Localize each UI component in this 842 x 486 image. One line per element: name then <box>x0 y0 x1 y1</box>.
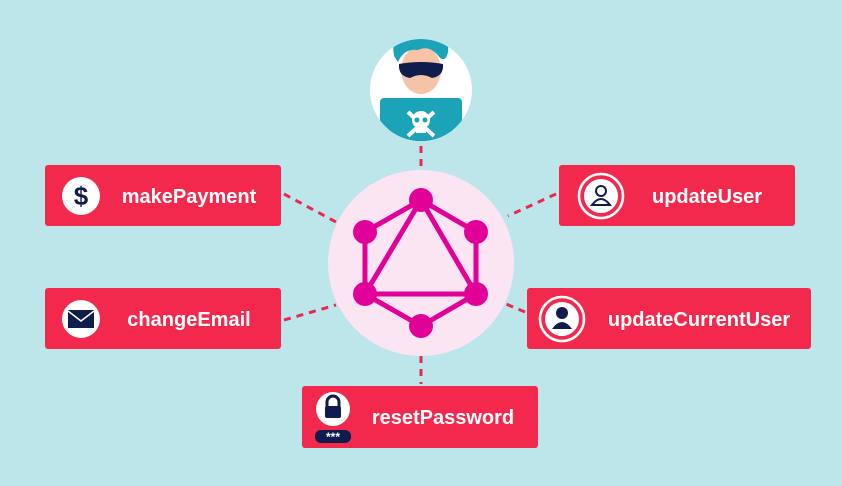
connector-updatecurrentuser <box>505 302 526 314</box>
connectors <box>283 146 557 384</box>
operation-label: changeEmail <box>127 309 250 331</box>
lock-password-icon: *** <box>315 392 351 444</box>
connector-updateuser <box>507 192 557 218</box>
operation-label: makePayment <box>122 186 257 208</box>
operation-label: resetPassword <box>372 407 514 429</box>
hacker-avatar-icon <box>370 39 472 141</box>
user-refresh-icon <box>577 172 625 220</box>
operation-updateuser: updateUser <box>559 165 795 226</box>
svg-text:$: $ <box>74 181 89 211</box>
operation-resetpassword: *** resetPassword <box>302 386 538 448</box>
operation-updatecurrentuser: updateCurrentUser <box>527 288 811 349</box>
connector-makepayment <box>283 192 337 224</box>
operation-changeemail: changeEmail <box>45 288 281 349</box>
graphql-logo-icon <box>328 170 514 356</box>
operation-label: updateUser <box>652 186 762 208</box>
user-refresh-icon <box>538 295 586 343</box>
operation-label: updateCurrentUser <box>608 309 790 331</box>
password-mask: *** <box>326 430 340 444</box>
dollar-icon <box>62 177 100 215</box>
operation-makepayment: $ makePayment <box>45 165 281 226</box>
connector-changeemail <box>283 303 337 322</box>
envelope-icon <box>62 300 100 338</box>
